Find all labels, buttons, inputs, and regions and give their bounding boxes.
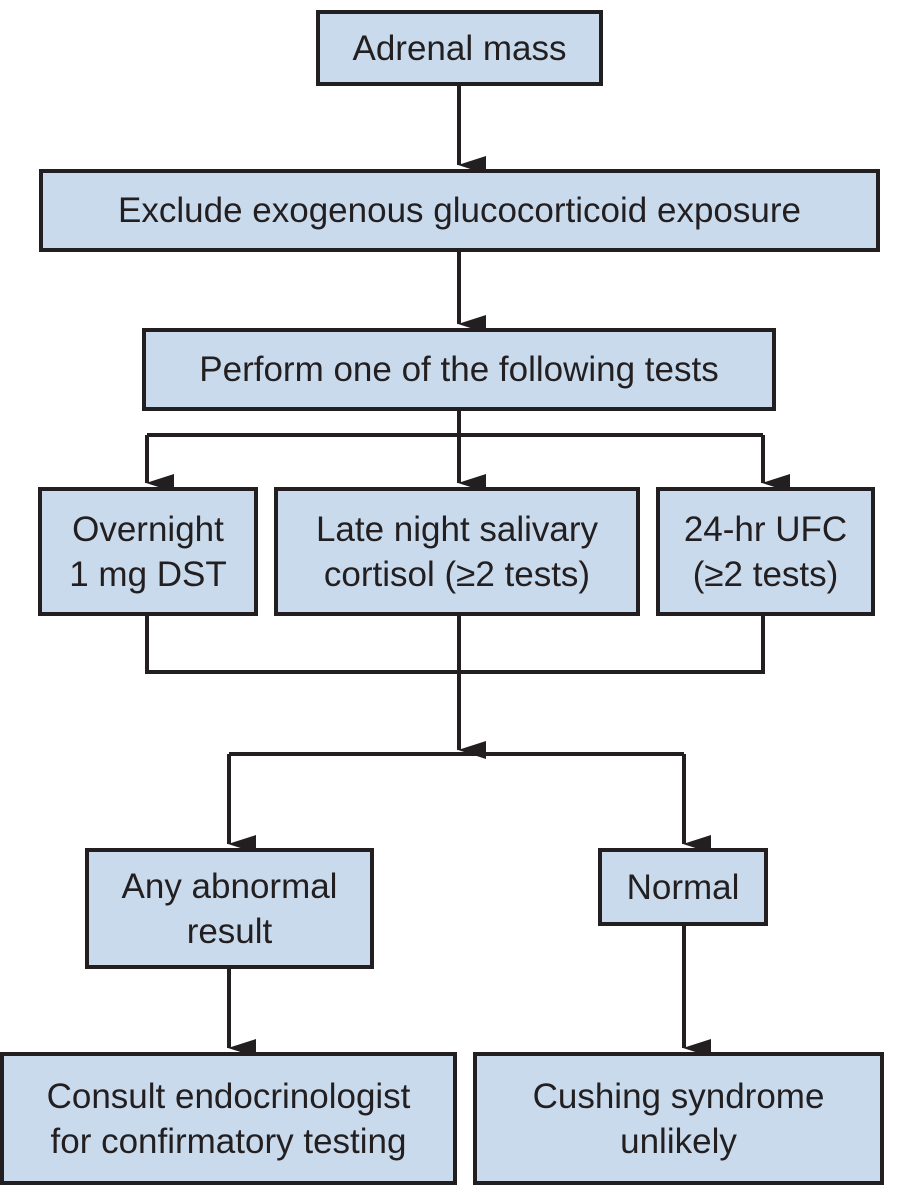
abnormal-result-box: Any abnormal result — [85, 848, 374, 969]
adrenal-mass-box: Adrenal mass — [316, 10, 603, 86]
cushing-unlikely-line-2: unlikely — [620, 1121, 737, 1161]
consult-endocrinologist-line-1: Consult endocrinologist — [46, 1076, 411, 1116]
overnight-dst-box: Overnight 1 mg DST — [38, 487, 258, 616]
overnight-dst-line-2: 1 mg DST — [69, 554, 227, 594]
salivary-cortisol-line-2: cortisol (≥2 tests) — [323, 554, 591, 594]
line-test-merge — [145, 616, 765, 674]
consult-endocrinologist-line-2: for confirmatory testing — [50, 1121, 407, 1161]
abnormal-result-line-2: result — [186, 911, 273, 951]
adrenal-mass-line-1: Adrenal mass — [352, 28, 567, 68]
ufc-24hr-line-1: 24-hr UFC — [683, 509, 848, 549]
abnormal-result-line-1: Any abnormal — [121, 866, 338, 906]
ufc-24hr-line-2: (≥2 tests) — [692, 554, 839, 594]
ufc-24hr-box: 24-hr UFC (≥2 tests) — [656, 487, 875, 616]
exclude-exposure-box: Exclude exogenous glucocorticoid exposur… — [39, 169, 880, 252]
exclude-exposure-line-1: Exclude exogenous glucocorticoid exposur… — [118, 191, 801, 230]
overnight-dst-line-1: Overnight — [72, 509, 224, 549]
normal-result-box: Normal — [598, 848, 768, 926]
perform-tests-box: Perform one of the following tests — [142, 328, 776, 411]
normal-result-line-1: Normal — [626, 867, 740, 907]
cushing-unlikely-line-1: Cushing syndrome — [532, 1076, 825, 1116]
salivary-cortisol-box: Late night salivary cortisol (≥2 tests) — [274, 487, 640, 616]
cushing-unlikely-box: Cushing syndrome unlikely — [473, 1052, 884, 1185]
perform-tests-line-1: Perform one of the following tests — [199, 350, 719, 389]
consult-endocrinologist-box: Consult endocrinologist for confirmatory… — [0, 1052, 457, 1185]
salivary-cortisol-line-1: Late night salivary — [315, 509, 599, 549]
